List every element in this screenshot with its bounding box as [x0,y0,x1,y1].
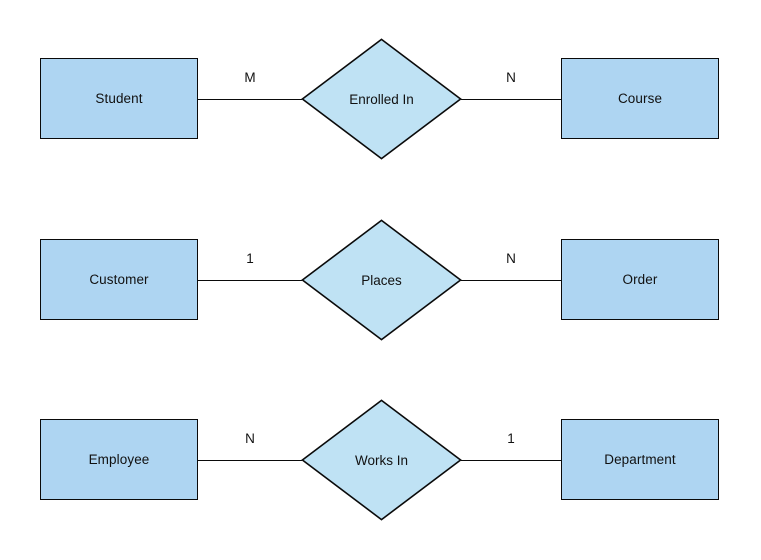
connector-line-left [198,459,302,461]
entity-customer[interactable]: Customer [40,239,198,320]
entity-order[interactable]: Order [561,239,719,320]
connector-line-right [461,459,562,461]
entity-label: Department [604,451,676,467]
cardinality-right: N [506,70,516,85]
entity-employee[interactable]: Employee [40,419,198,500]
relationship-row: Employee N Works In 1 Department [0,399,761,541]
cardinality-right: N [506,251,516,266]
entity-label: Customer [89,271,149,287]
connector-line-right [461,98,562,100]
relationship-row: Customer 1 Places N Order [0,219,761,361]
connector-line-left [198,98,302,100]
entity-label: Course [617,90,663,106]
cardinality-left: 1 [246,251,254,266]
entity-department[interactable]: Department [561,419,719,500]
entity-label: Order [622,271,658,287]
connector-line-left [198,279,302,281]
entity-label: Student [95,90,143,106]
entity-course[interactable]: Course [561,58,719,139]
relationship-row: Student M Enrolled In N Course [0,38,761,180]
relationship-diamond-works-in[interactable]: Works In [301,399,462,521]
entity-student[interactable]: Student [40,58,198,139]
relationship-diamond-places[interactable]: Places [301,219,462,341]
connector-line-right [461,279,562,281]
cardinality-left: M [244,70,256,85]
relationship-diamond-enrolled-in[interactable]: Enrolled In [301,38,462,160]
entity-label: Employee [88,451,150,467]
cardinality-right: 1 [507,431,515,446]
cardinality-left: N [245,431,255,446]
